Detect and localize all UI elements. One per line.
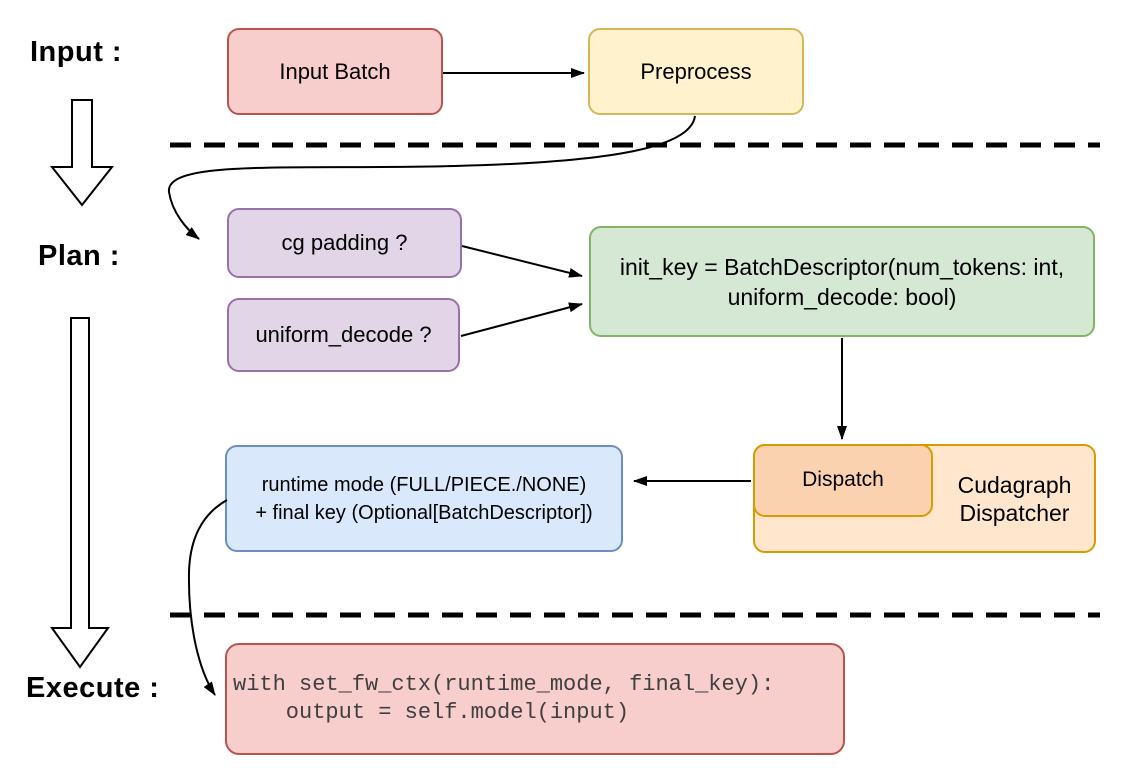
node-preprocess: Preprocess — [588, 28, 804, 115]
cudagraph-dispatcher-line1: Cudagraph — [957, 471, 1072, 498]
node-init-key-line2: uniform_decode: bool) — [727, 283, 957, 310]
node-dispatch-label: Dispatch — [802, 468, 884, 492]
stage-label-input: Input : — [30, 36, 123, 68]
execute-code-line1: with set_fw_ctx(runtime_mode, final_key)… — [233, 672, 775, 697]
node-runtime-mode: runtime mode (FULL/PIECE./NONE) + final … — [225, 445, 623, 552]
node-runtime-mode-line1: runtime mode (FULL/PIECE./NONE) — [261, 473, 587, 496]
node-input-batch: Input Batch — [227, 28, 443, 115]
node-init-key: init_key = BatchDescriptor(num_tokens: i… — [589, 226, 1095, 337]
connector-cg-padding-to-init-key — [461, 245, 583, 278]
stage-label-plan: Plan : — [38, 240, 120, 272]
connector-runtime-mode-to-execute-code — [187, 499, 228, 696]
node-dispatch: Dispatch — [753, 444, 933, 517]
node-input-batch-label: Input Batch — [279, 58, 391, 84]
node-uniform-decode-label: uniform_decode ? — [255, 322, 432, 348]
connector-uniform-decode-to-init-key — [460, 302, 583, 337]
node-cudagraph-dispatcher-label: Cudagraph Dispatcher — [933, 444, 1096, 553]
node-uniform-decode: uniform_decode ? — [227, 298, 460, 372]
node-cg-padding: cg padding ? — [227, 208, 462, 278]
node-preprocess-label: Preprocess — [640, 58, 752, 84]
stage-flow-arrow-input-to-plan — [49, 99, 115, 207]
stage-label-execute: Execute : — [26, 672, 160, 704]
node-cg-padding-label: cg padding ? — [281, 230, 408, 256]
node-init-key-line1: init_key = BatchDescriptor(num_tokens: i… — [619, 253, 1065, 280]
stage-flow-arrow-plan-to-execute — [50, 317, 110, 669]
execute-code-line2: output = self.model(input) — [233, 700, 630, 725]
cudagraph-dispatcher-line2: Dispatcher — [959, 499, 1070, 526]
node-runtime-mode-line2: + final key (Optional[BatchDescriptor]) — [255, 501, 593, 524]
node-execute-code: with set_fw_ctx(runtime_mode, final_key)… — [225, 643, 845, 755]
